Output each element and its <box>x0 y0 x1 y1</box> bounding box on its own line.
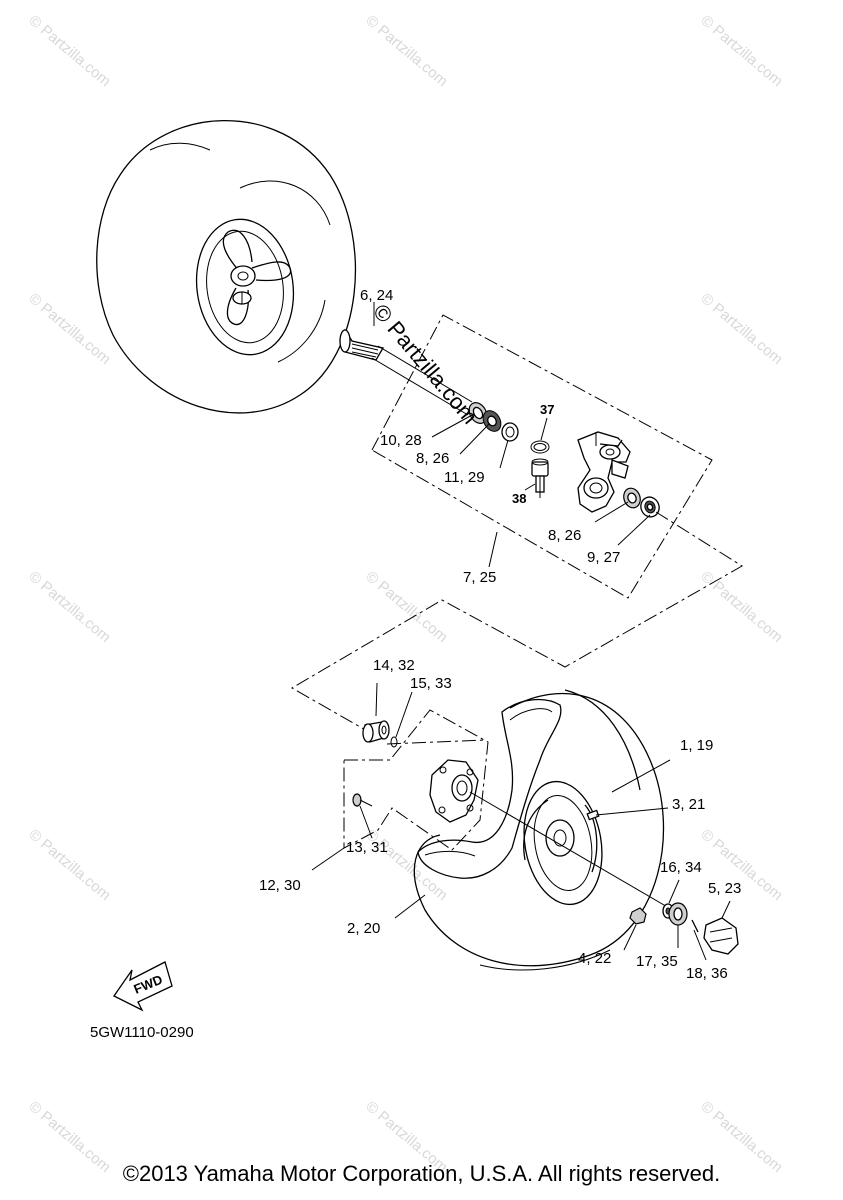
leader-lines <box>311 302 731 961</box>
callout-10-28: 10, 28 <box>380 432 422 449</box>
watermark: © Partzilla.com <box>25 290 113 368</box>
wheel-nut <box>629 907 647 925</box>
knuckle-group-boundary <box>371 314 713 599</box>
steering-knuckle <box>577 431 631 513</box>
callout-12-30: 12, 30 <box>259 877 301 894</box>
callout-9-27: 9, 27 <box>587 549 620 566</box>
watermark: © Partzilla.com <box>25 12 113 90</box>
relation-lines <box>291 511 743 745</box>
callout-6-24: 6, 24 <box>360 287 393 304</box>
diagram-code: 5GW1110-0290 <box>90 1024 194 1041</box>
watermark: © Partzilla.com <box>362 12 450 90</box>
callout-2-20: 2, 20 <box>347 920 380 937</box>
hub-bolt <box>352 793 373 807</box>
watermark: © Partzilla.com <box>697 568 785 646</box>
callout-38: 38 <box>512 491 526 506</box>
hub-group-boundary <box>343 709 489 851</box>
forward-direction-arrow: FWD <box>113 961 173 1012</box>
knuckle-bearings <box>623 487 660 518</box>
watermark: © Partzilla.com <box>697 12 785 90</box>
ball-joint <box>530 440 550 498</box>
callout-5-23: 5, 23 <box>708 880 741 897</box>
callout-37: 37 <box>540 402 554 417</box>
callout-17-35: 17, 35 <box>636 953 678 970</box>
callout-13-31: 13, 31 <box>346 839 388 856</box>
watermark: © Partzilla.com <box>25 568 113 646</box>
callout-16-34: 16, 34 <box>660 859 702 876</box>
callout-14-32: 14, 32 <box>373 657 415 674</box>
callout-7-25: 7, 25 <box>463 569 496 586</box>
callout-1-19: 1, 19 <box>680 737 713 754</box>
callout-4-22: 4, 22 <box>578 950 611 967</box>
partzilla-stamp: © Partzilla.com <box>368 299 482 429</box>
callout-labels: 6, 24 10, 28 8, 26 11, 29 37 38 8, 26 9,… <box>259 287 741 982</box>
callout-8-26-lower: 8, 26 <box>548 527 581 544</box>
watermark: © Partzilla.com <box>25 826 113 904</box>
wheel-hub <box>429 759 677 913</box>
callout-15-33: 15, 33 <box>410 675 452 692</box>
bottom-wheel-assembly <box>413 689 665 971</box>
copyright-notice: ©2013 Yamaha Motor Corporation, U.S.A. A… <box>122 1161 721 1186</box>
callout-18-36: 18, 36 <box>686 965 728 982</box>
watermark: © Partzilla.com <box>362 568 450 646</box>
callout-3-21: 3, 21 <box>672 796 705 813</box>
collar <box>362 720 398 748</box>
axle-nut-set <box>662 902 739 955</box>
callout-8-26-upper: 8, 26 <box>416 450 449 467</box>
callout-11-29: 11, 29 <box>444 469 485 486</box>
top-wheel-assembly <box>96 120 357 414</box>
watermark: © Partzilla.com <box>697 290 785 368</box>
watermark: © Partzilla.com <box>362 826 450 904</box>
front-axle <box>339 328 473 416</box>
